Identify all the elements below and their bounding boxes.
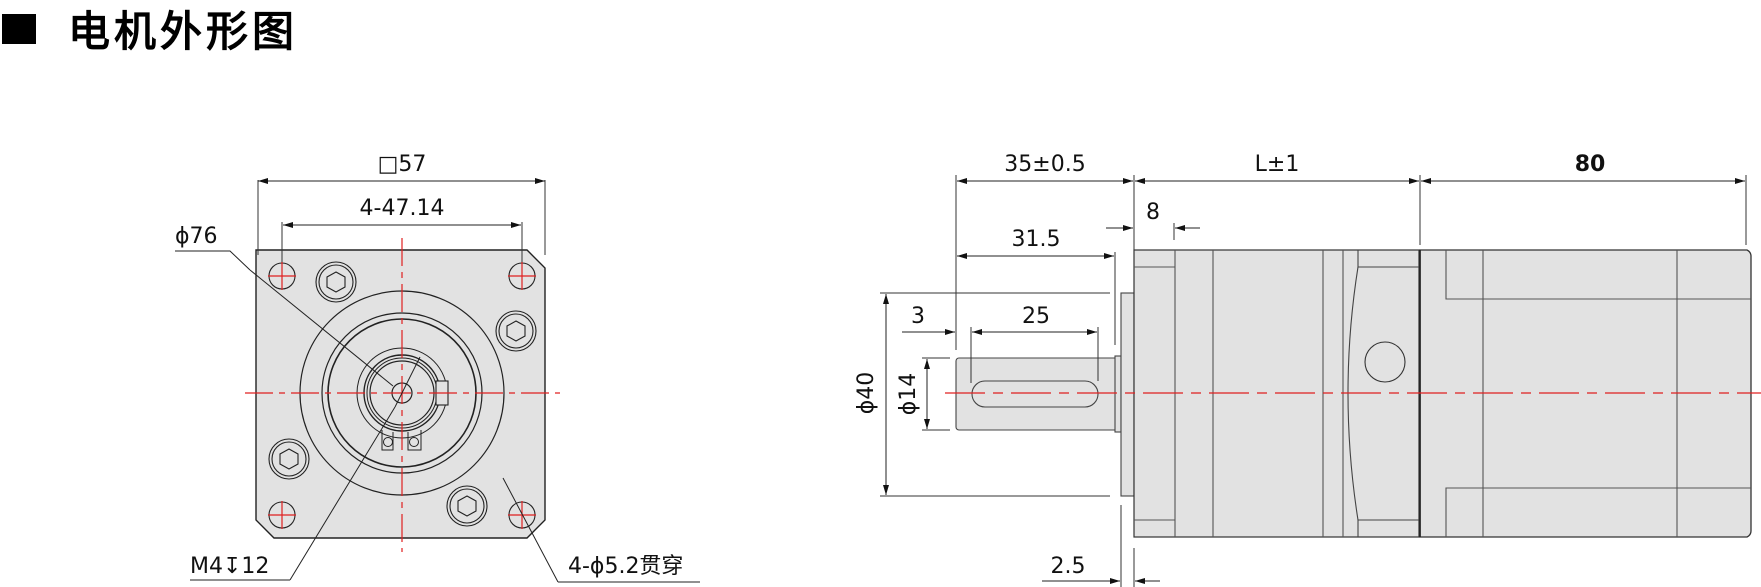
title-text: 电机外形图 — [68, 6, 299, 56]
front-view: □57 4-47.14 ϕ76 M4↧12 4-ϕ5.2贯穿 — [175, 152, 700, 583]
shaft-diameter-label: ϕ14 — [896, 373, 921, 416]
boss-height-label: 2.5 — [1051, 554, 1086, 579]
shaft-length-label: 31.5 — [1012, 227, 1061, 252]
pilot-boss — [1120, 292, 1135, 497]
side-view: 35±0.5 L±1 80 8 31.5 3 25 ϕ40 ϕ — [854, 152, 1761, 587]
boss-diameter-label: ϕ40 — [854, 372, 879, 415]
pilot-diameter-label: ϕ76 — [175, 224, 218, 249]
title-square-marker — [2, 14, 36, 44]
flange-to-shaft-label: 35±0.5 — [1004, 152, 1085, 177]
output-shaft — [955, 357, 1120, 431]
motor-body — [1419, 249, 1752, 538]
gearbox-length-label: L±1 — [1255, 152, 1300, 177]
hex-screw-icon — [268, 261, 537, 527]
breather-port — [1364, 341, 1406, 383]
key-length-label: 25 — [1022, 304, 1050, 329]
tapped-hole-label: M4↧12 — [190, 554, 269, 579]
key-slot — [971, 380, 1099, 408]
mount-holes-label: 4-ϕ5.2贯穿 — [568, 554, 683, 579]
flange-thickness-label: 8 — [1146, 200, 1160, 225]
hole-pitch-label: 4-47.14 — [360, 196, 445, 221]
motor-length-label: 80 — [1575, 152, 1606, 177]
square-size-label: □57 — [378, 152, 427, 177]
page-title: 电机外形图 — [0, 0, 298, 56]
key-offset-label: 3 — [911, 304, 925, 329]
